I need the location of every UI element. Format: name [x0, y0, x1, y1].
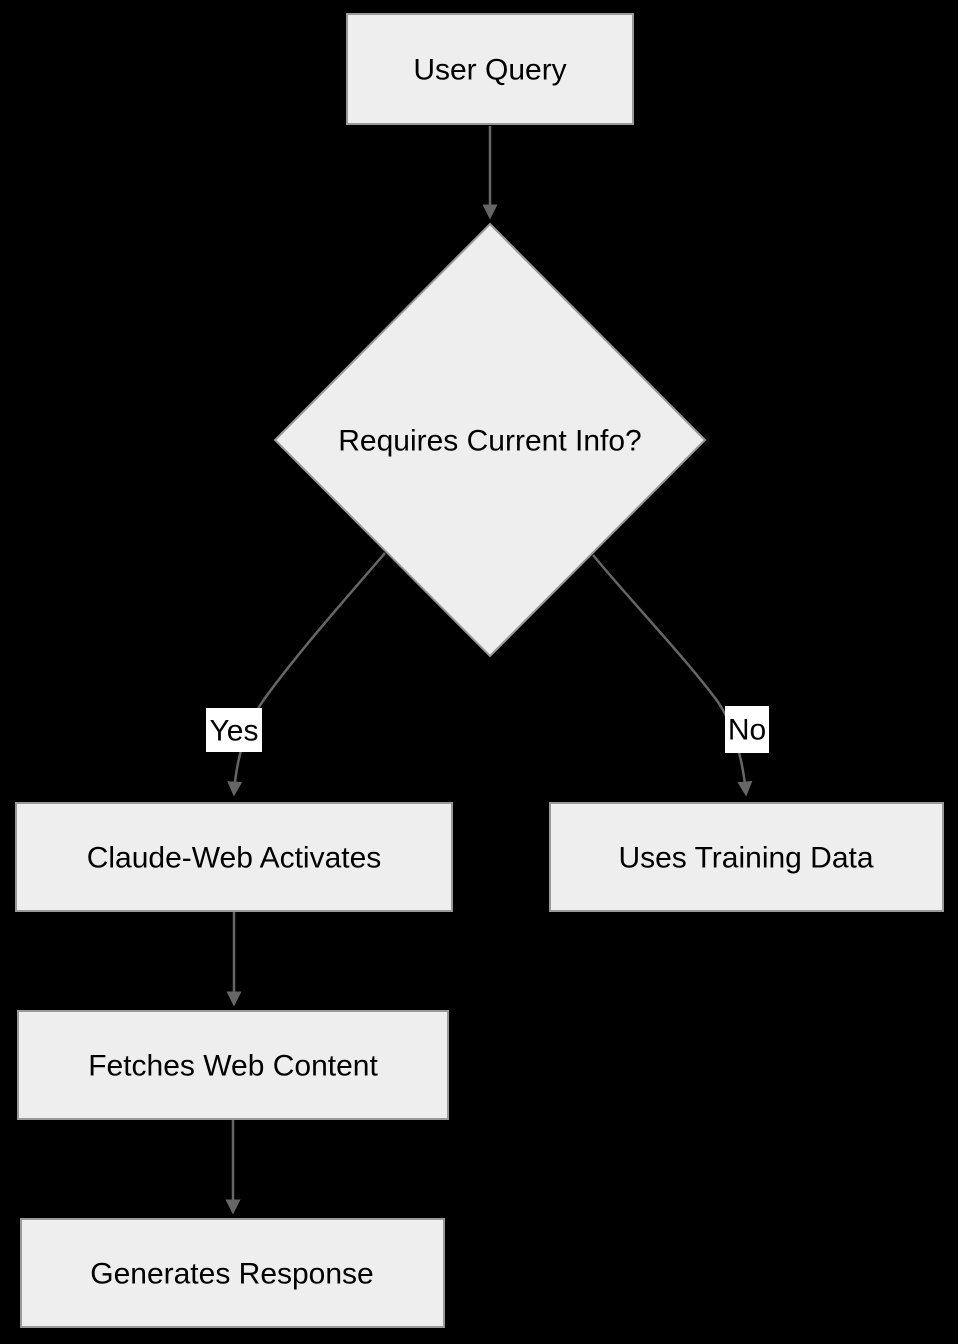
node-claude-web-activates-label: Claude-Web Activates [87, 842, 382, 875]
node-requires-current-info: Requires Current Info? [273, 222, 707, 658]
node-generates-response-label: Generates Response [90, 1258, 374, 1291]
node-claude-web-activates-shape [15, 802, 453, 912]
node-user-query-label: User Query [413, 54, 566, 87]
node-claude-web-activates: Claude-Web Activates [15, 802, 453, 912]
node-fetches-web-content-shape [17, 1010, 449, 1120]
node-requires-current-info-shape [273, 222, 707, 658]
node-fetches-web-content-label: Fetches Web Content [88, 1050, 378, 1083]
edge-decision-yes-to-claude-web [227, 552, 386, 797]
edge-label-no-text: No [728, 714, 766, 747]
node-user-query-shape [346, 13, 634, 125]
node-user-query: User Query [346, 13, 634, 125]
node-fetches-web-content: Fetches Web Content [17, 1010, 449, 1120]
node-generates-response-shape [20, 1218, 445, 1328]
node-generates-response: Generates Response [20, 1218, 445, 1328]
edge-label-no: No [725, 706, 769, 753]
edge-label-yes-bg [206, 708, 262, 752]
edge-label-yes: Yes [206, 708, 262, 752]
node-uses-training-data-label: Uses Training Data [618, 842, 873, 875]
edge-label-no-bg [725, 706, 769, 753]
edge-label-yes-text: Yes [210, 715, 259, 748]
node-uses-training-data: Uses Training Data [549, 802, 944, 912]
node-uses-training-data-shape [549, 802, 944, 912]
edge-decision-no-to-training-data [592, 554, 753, 797]
node-requires-current-info-label: Requires Current Info? [338, 425, 642, 458]
